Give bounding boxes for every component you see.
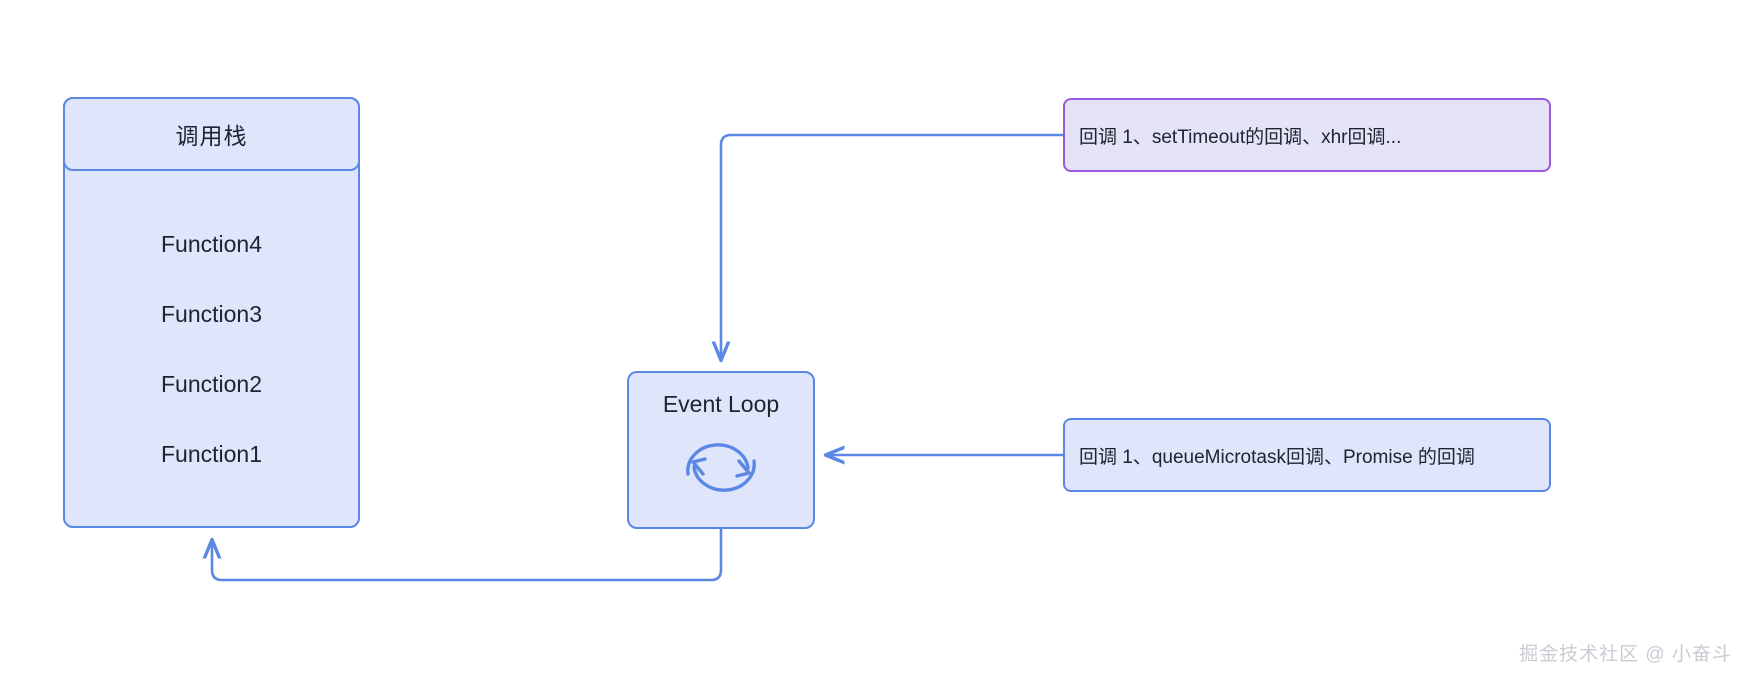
stack-frame: Function4 (160, 231, 262, 257)
arrow-event-loop-to-call-stack (212, 529, 723, 582)
event-loop-label: Event Loop (662, 391, 780, 417)
macrotask-queue-box[interactable]: 回调 1、setTimeout的回调、xhr回调... (1063, 98, 1551, 172)
call-stack-box[interactable]: 调用栈 Function4 Function3 Function2 Functi… (63, 97, 360, 528)
stack-frame: Function3 (160, 301, 262, 327)
call-stack-header: 调用栈 (63, 97, 360, 171)
call-stack-frame-list: Function4 Function3 Function2 Function1 (65, 173, 358, 526)
microtask-queue-box[interactable]: 回调 1、queueMicrotask回调、Promise 的回调 (1063, 418, 1551, 492)
circular-loop-icon (686, 443, 756, 492)
event-loop-box[interactable]: Event Loop (627, 371, 815, 529)
stack-frame: Function1 (160, 441, 262, 467)
microtask-queue-label: 回调 1、queueMicrotask回调、Promise 的回调 (1079, 446, 1475, 468)
stack-frame: Function2 (160, 371, 262, 397)
call-stack-title: 调用栈 (175, 123, 248, 149)
macrotask-queue-label: 回调 1、setTimeout的回调、xhr回调... (1079, 126, 1402, 148)
watermark: 掘金技术社区 @ 小奋斗 (1519, 644, 1732, 665)
arrow-macrotask-to-event-loop (721, 133, 1063, 360)
